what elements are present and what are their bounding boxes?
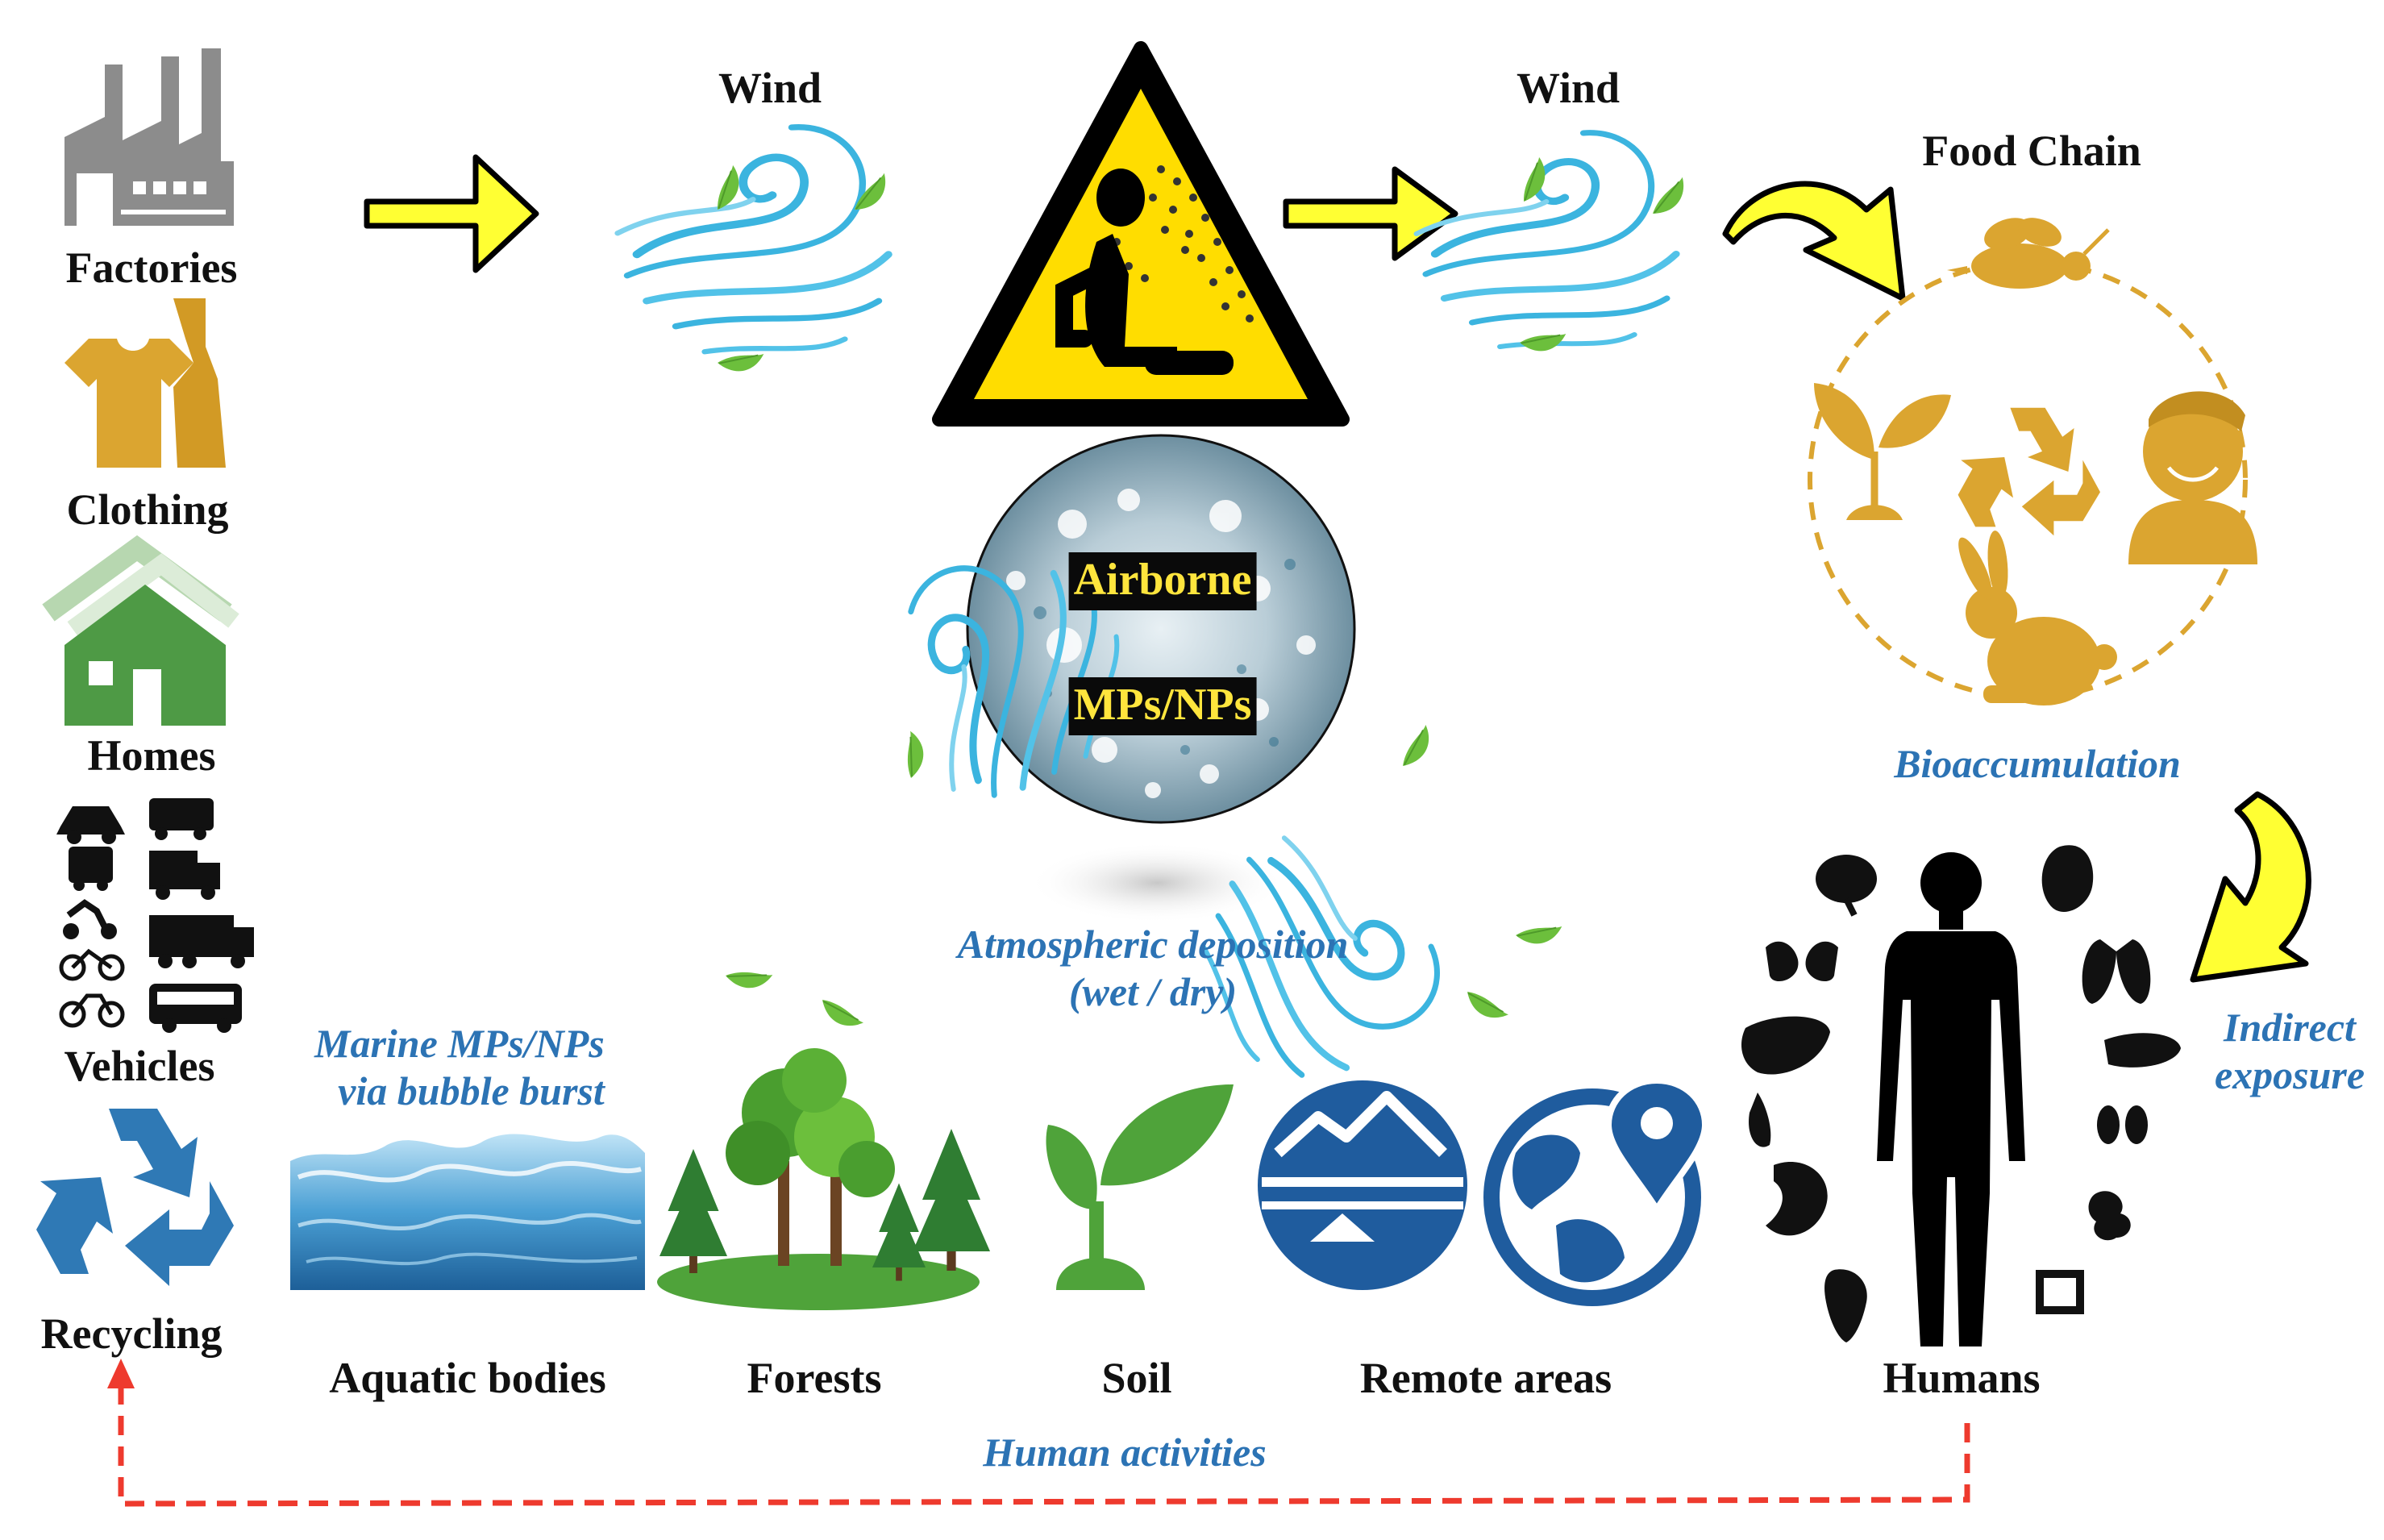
soil-plant-icon (1046, 1084, 1234, 1290)
human-activities-loop (107, 1359, 1970, 1507)
factories-label: Factories (65, 243, 238, 292)
forests-image (657, 1048, 990, 1310)
clothing-icon (64, 298, 226, 468)
pancreas-icon (2104, 1033, 2181, 1068)
marine-line1: Marine MPs/NPs (314, 1021, 605, 1066)
human-activities-label: Human activities (983, 1430, 1267, 1475)
homes-icon (42, 535, 239, 726)
deposition-line1: Atmospheric deposition (957, 922, 1349, 967)
homes-label: Homes (87, 731, 216, 780)
human-silhouette-icon (1877, 852, 2025, 1346)
aquatic-bodies-image (290, 1134, 645, 1290)
arrow-wind-to-food-chain (1722, 181, 1906, 302)
indirect-line1: Indirect (2224, 1005, 2356, 1050)
vehicles-icon (56, 798, 254, 1033)
arrow-sources-to-wind (364, 154, 539, 273)
indirect-exposure-label: Indirect exposure (2215, 1004, 2365, 1099)
bladder-icon (1824, 1269, 1867, 1342)
plant-icon (1814, 383, 1951, 520)
rabbit-icon (1958, 531, 2117, 705)
indirect-line2: exposure (2214, 1052, 2365, 1097)
clothing-label: Clothing (66, 485, 229, 534)
marine-line2: via bubble burst (338, 1068, 605, 1113)
aquatic-bodies-label: Aquatic bodies (329, 1354, 606, 1402)
wind-label-right: Wind (1516, 64, 1621, 112)
food-chain-cycle (1808, 218, 2257, 705)
bee-icon (1947, 218, 2110, 289)
organs-icons (1741, 845, 2181, 1342)
colon-icon (2036, 1270, 2084, 1314)
airborne-label: Airborne (1068, 552, 1257, 610)
inhalation-hazard-icon (932, 41, 1350, 427)
food-chain-label: Food Chain (1922, 127, 2141, 175)
remote-areas-label: Remote areas (1359, 1354, 1612, 1402)
forests-label: Forests (747, 1354, 882, 1402)
thyroid-icon (1766, 941, 1838, 982)
recycling-label: Recycling (40, 1309, 223, 1358)
recycling-icon (36, 1109, 234, 1286)
circle-shadow (1028, 843, 1286, 923)
mountain-lake-icon (1258, 1080, 1467, 1290)
marine-label: Marine MPs/NPs via bubble burst (314, 1020, 605, 1115)
arrow-bioaccumulation-to-humans (2190, 791, 2311, 983)
person-icon (2128, 391, 2257, 564)
liver-icon (1741, 1016, 1830, 1075)
intestine-icon (2088, 1191, 2131, 1241)
stomach-icon (1766, 1162, 1828, 1236)
wind-icon-right (1417, 133, 1692, 360)
heart-icon (2041, 845, 2094, 912)
brain-icon (1816, 855, 1877, 903)
wind-label-left: Wind (718, 64, 822, 112)
vehicles-label: Vehicles (64, 1042, 215, 1090)
humans-label: Humans (1883, 1354, 2041, 1402)
kidney-icon-left (2097, 1105, 2120, 1144)
deposition-line2: (wet / dry) (1068, 969, 1238, 1014)
arrow-hazard-to-wind (1283, 166, 1458, 261)
gallbladder-icon (1749, 1093, 1771, 1147)
recycle-center-icon (1958, 407, 2100, 536)
bioaccumulation-label: Bioaccumulation (1894, 741, 2181, 786)
lungs-icon (2082, 939, 2151, 1004)
deposition-label: Atmospheric deposition (wet / dry) (958, 921, 1349, 1016)
wind-icon-left (618, 127, 894, 380)
factory-icon (64, 48, 234, 226)
soil-label: Soil (1101, 1354, 1172, 1402)
kidney-icon-right (2125, 1105, 2148, 1144)
globe-location-icon (1483, 1076, 1709, 1306)
mps-nps-label: MPs/NPs (1068, 677, 1257, 735)
